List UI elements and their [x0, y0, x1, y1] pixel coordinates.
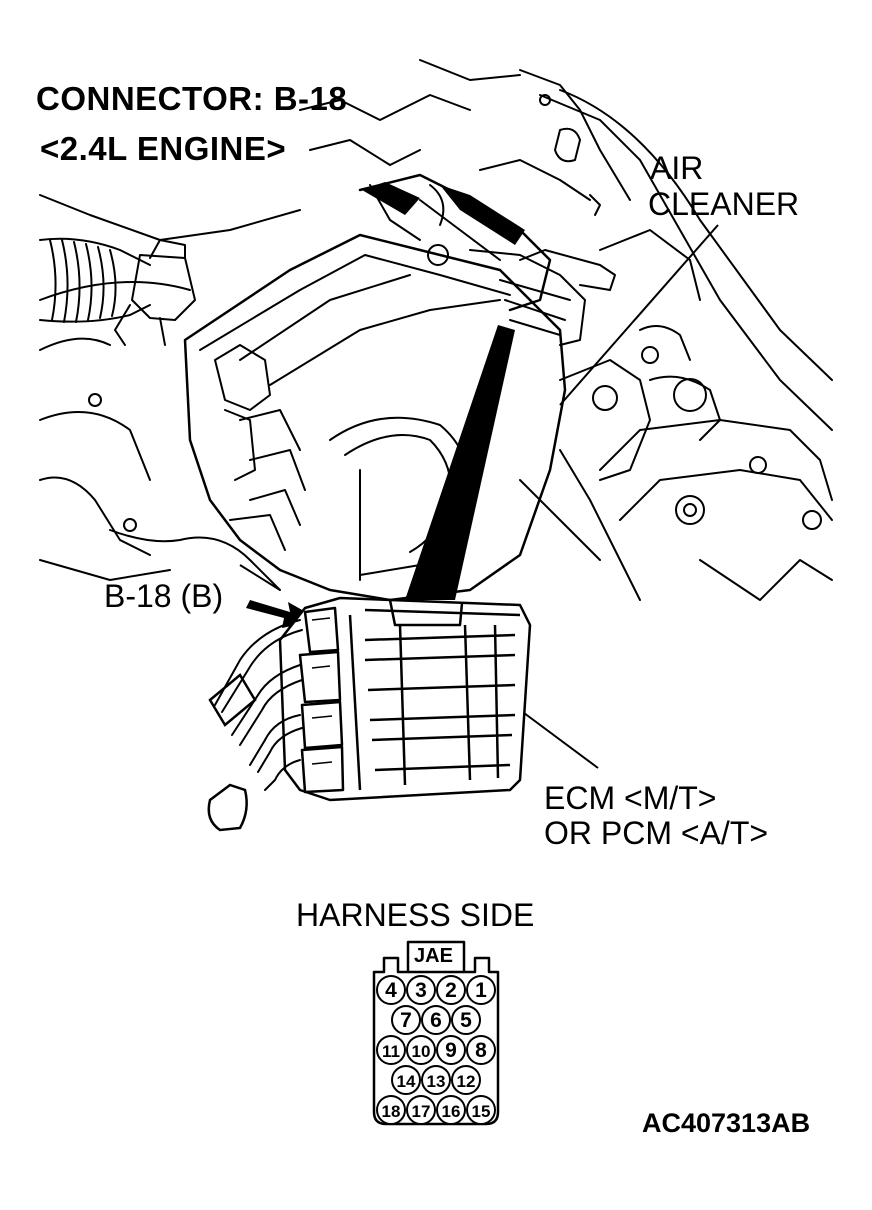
ecm-label-line2: OR PCM <A/T> [544, 815, 769, 851]
connector-key-label: JAE [414, 945, 453, 967]
connector-ref-label: B-18 (B) [104, 578, 224, 614]
air-cleaner-label-line1: AIR [650, 150, 704, 186]
harness-side-title: HARNESS SIDE [296, 897, 535, 933]
ecm-label-line1: ECM <M/T> [544, 780, 717, 816]
figure-code: AC407313AB [642, 1108, 811, 1138]
air-cleaner-label-line2: CLEANER [648, 186, 800, 222]
connector-title: CONNECTOR: B-18 [36, 80, 348, 117]
engine-label: <2.4L ENGINE> [40, 130, 287, 167]
